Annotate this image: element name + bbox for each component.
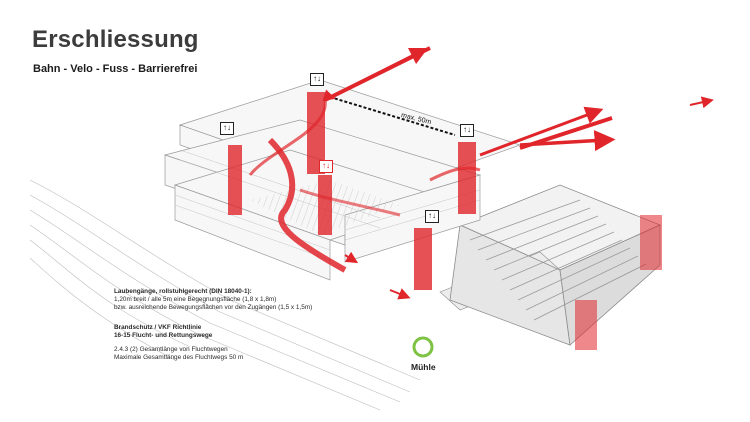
elevator-icon: ↑↓ bbox=[319, 160, 333, 173]
elevator-icon: ↑↓ bbox=[220, 122, 234, 135]
note-heading: Brandschutz / VKF Richtlinie bbox=[114, 324, 202, 331]
note-line: 2.4.3 (2) Gesamtlänge von Fluchtwegen bbox=[114, 346, 228, 353]
page-subtitle: Bahn - Velo - Fuss - Barrierefrei bbox=[33, 63, 198, 75]
east-arrow bbox=[519, 116, 613, 150]
elevator-icon: ↑↓ bbox=[310, 73, 324, 86]
note-laubengaenge: Laubengänge, rollstuhlgerecht (DIN 18040… bbox=[114, 288, 312, 312]
elevator-icon: ↑↓ bbox=[425, 210, 439, 223]
page-title: Erschliessung bbox=[32, 26, 199, 53]
distance-indicator bbox=[322, 89, 456, 136]
note-line: bzw. ausreichende Bewegungsflächen vor d… bbox=[114, 304, 313, 311]
note-line: Maximale Gesamtlänge des Fluchtwegs 50 m bbox=[114, 354, 244, 361]
rail-tracks bbox=[29, 179, 421, 411]
market-hall bbox=[439, 184, 662, 350]
main-rail-arrow bbox=[324, 46, 431, 102]
circulation-ramps bbox=[248, 99, 481, 273]
note-line: 1,20m breit / alle 5m eine Begegnungsflä… bbox=[114, 296, 277, 303]
elevator-icon: ↑↓ bbox=[460, 124, 474, 137]
note-heading: 16-15 Flucht- und Rettungswege bbox=[114, 332, 213, 339]
muehle-label: Mühle bbox=[411, 362, 436, 372]
note-heading: Laubengänge, rollstuhlgerecht (DIN 18040… bbox=[114, 288, 252, 295]
stair-cores bbox=[228, 92, 476, 290]
muehle-marker bbox=[412, 336, 434, 358]
note-brandschutz: Brandschutz / VKF Richtlinie 16-15 Fluch… bbox=[114, 324, 243, 362]
